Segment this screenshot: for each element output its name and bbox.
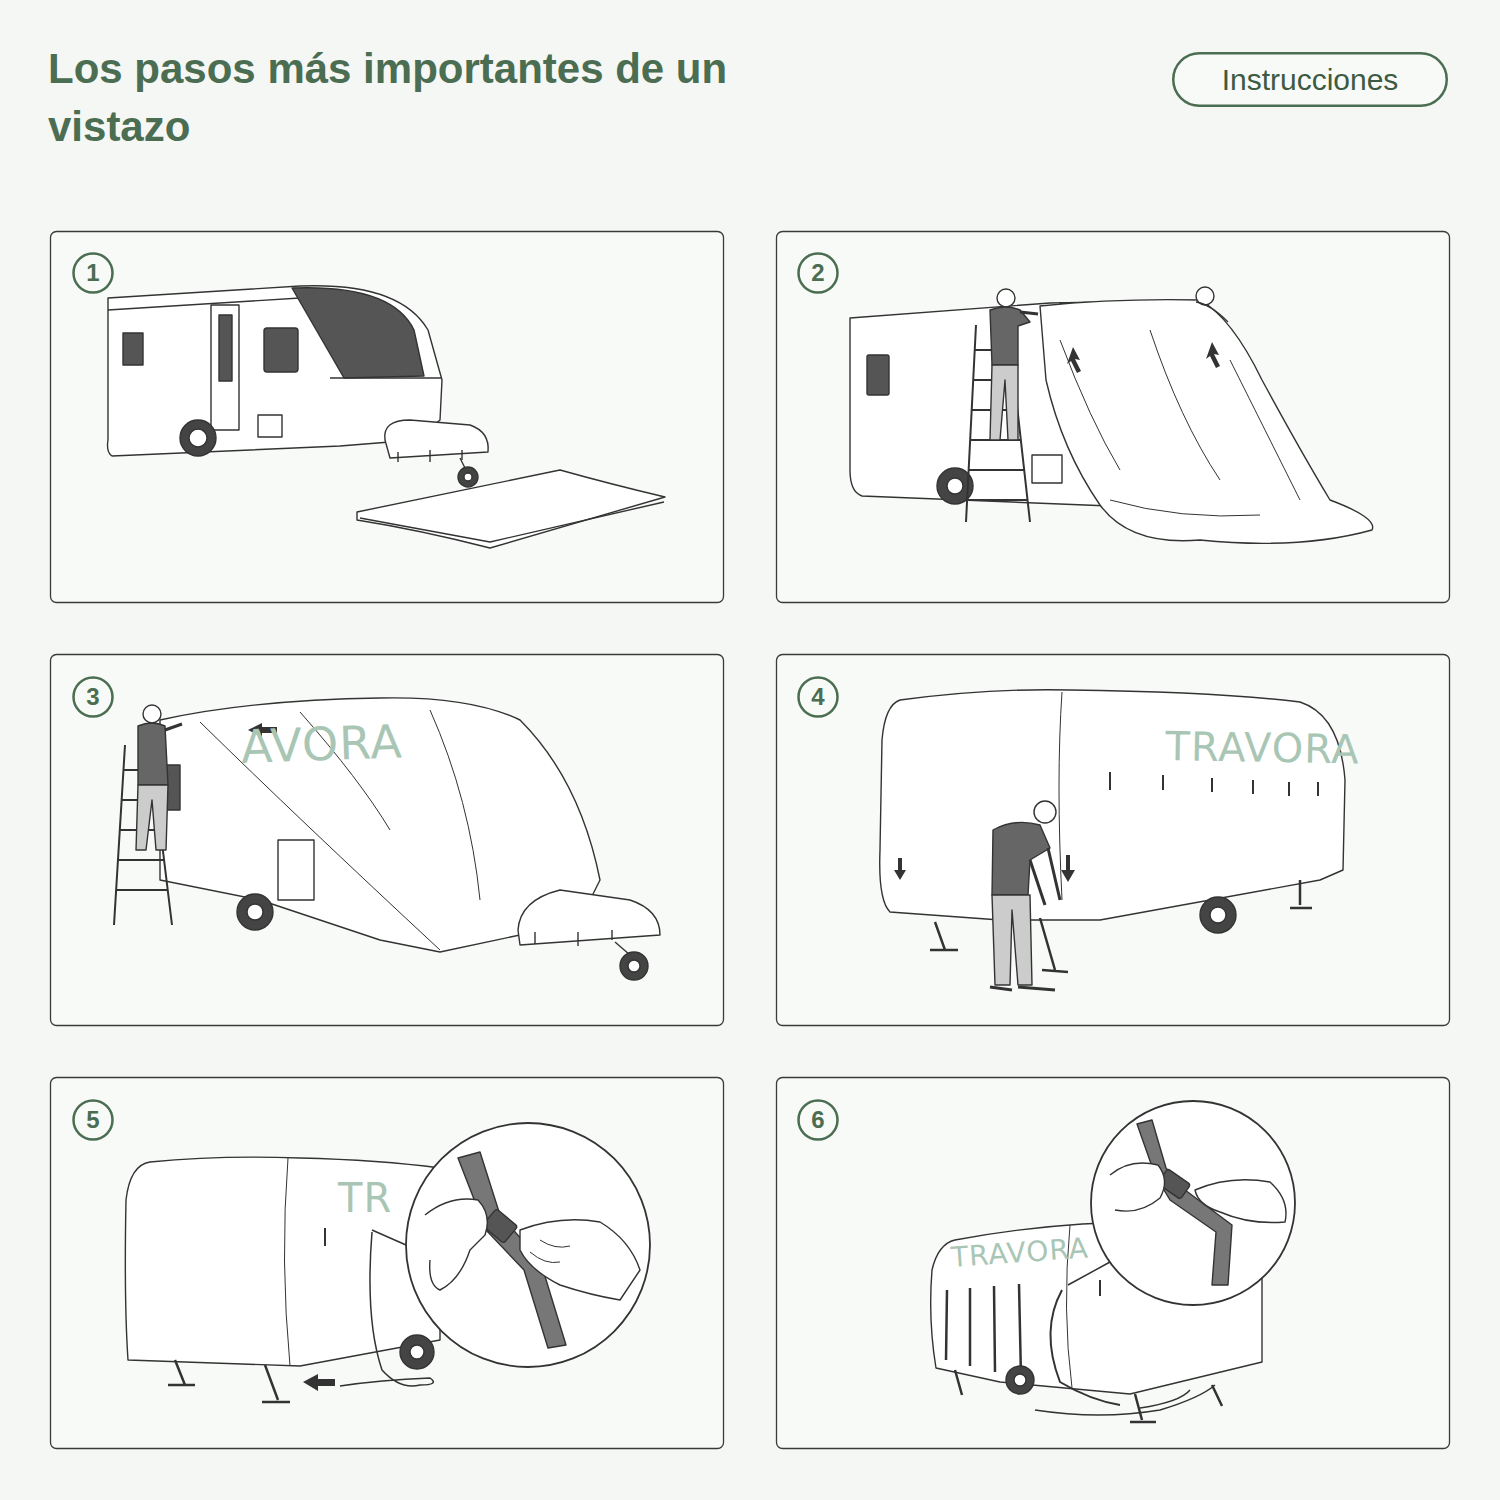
step-number: 4 [797, 676, 839, 718]
step-number-text: 5 [86, 1107, 99, 1133]
step-number: 1 [72, 252, 114, 294]
step-number: 6 [797, 1099, 839, 1141]
number-circle-outline [74, 1101, 113, 1140]
number-circle-outline [799, 254, 838, 293]
brand-watermark: TRAVORA [1165, 724, 1360, 771]
step-number-text: 1 [86, 260, 99, 286]
brand-watermark: TR [338, 1176, 392, 1220]
instructions-badge: Instrucciones [1172, 52, 1448, 107]
number-circle-outline [799, 1101, 838, 1140]
number-circle-outline [74, 678, 113, 717]
step-number: 5 [72, 1099, 114, 1141]
number-circle-outline [74, 254, 113, 293]
step-number: 2 [797, 252, 839, 294]
step-number-text: 4 [811, 684, 824, 710]
badge-outline-rect [1173, 53, 1447, 106]
brand-watermark: TRAVORA [950, 1233, 1090, 1273]
step-number-text: 6 [811, 1107, 824, 1133]
page-title: Los pasos más importantes de un vistazo [48, 40, 738, 156]
step-number: 3 [72, 676, 114, 718]
step-number-text: 3 [86, 684, 99, 710]
badge-text: Instrucciones [1222, 63, 1399, 96]
step-number-text: 2 [811, 260, 824, 286]
brand-watermark: AVORA [240, 716, 404, 772]
number-circle-outline [799, 678, 838, 717]
